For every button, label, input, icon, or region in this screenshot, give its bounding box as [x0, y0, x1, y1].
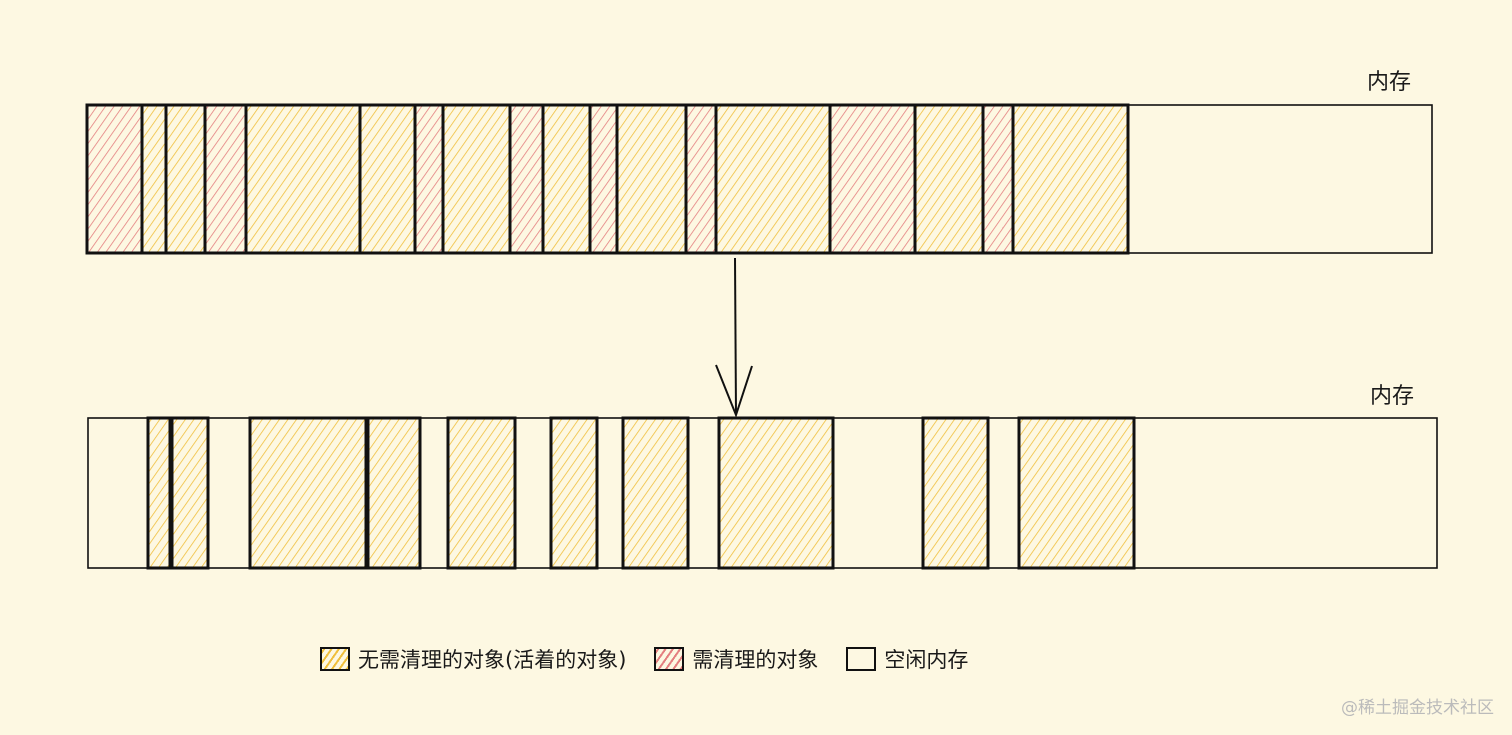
legend-free-label: 空闲内存 [884, 648, 969, 672]
live-object-block [446, 416, 517, 570]
live-object-block [164, 103, 207, 255]
live-object-block [621, 416, 690, 570]
live-object-block [146, 416, 172, 570]
live-object-block [140, 103, 168, 255]
arrow [715, 257, 753, 418]
live-object-block [913, 103, 985, 255]
memory-before [85, 103, 1433, 255]
legend-garbage-label: 需清理的对象 [692, 648, 819, 672]
memory-label-before: 内存 [1367, 70, 1412, 95]
live-object-block [1017, 416, 1136, 570]
live-object-block [248, 416, 368, 570]
live-object-block [549, 416, 599, 570]
live-object-block [358, 103, 417, 255]
legend-live: 无需清理的对象(活着的对象) [320, 644, 626, 674]
garbage-object-block [684, 103, 718, 255]
memory-label-after: 内存 [1370, 384, 1415, 409]
legend-free: 空闲内存 [846, 644, 968, 674]
live-object-block [714, 103, 832, 255]
garbage-object-block [508, 103, 545, 255]
garbage-object-block [981, 103, 1015, 255]
live-object-block [615, 103, 688, 255]
live-object-block [366, 416, 422, 570]
memory-after [87, 416, 1438, 570]
live-object-block [717, 416, 835, 570]
live-swatch-icon [320, 647, 350, 671]
legend-live-label: 无需清理的对象(活着的对象) [358, 648, 627, 672]
live-object-block [541, 103, 592, 255]
garbage-object-block [828, 103, 917, 255]
garbage-object-block [588, 103, 619, 255]
live-object-block [1011, 103, 1130, 255]
live-object-block [441, 103, 512, 255]
live-object-block [921, 416, 990, 570]
live-object-block [244, 103, 362, 255]
legend: 无需清理的对象(活着的对象) 需清理的对象 空闲内存 [320, 644, 996, 674]
garbage-swatch-icon [654, 647, 685, 671]
live-object-block [170, 416, 210, 570]
free-swatch-icon [846, 647, 877, 671]
garbage-object-block [85, 103, 144, 255]
garbage-object-block [203, 103, 248, 255]
garbage-object-block [413, 103, 445, 255]
legend-garbage: 需清理的对象 [654, 644, 818, 674]
watermark: @稀土掘金技术社区 [1341, 698, 1494, 718]
